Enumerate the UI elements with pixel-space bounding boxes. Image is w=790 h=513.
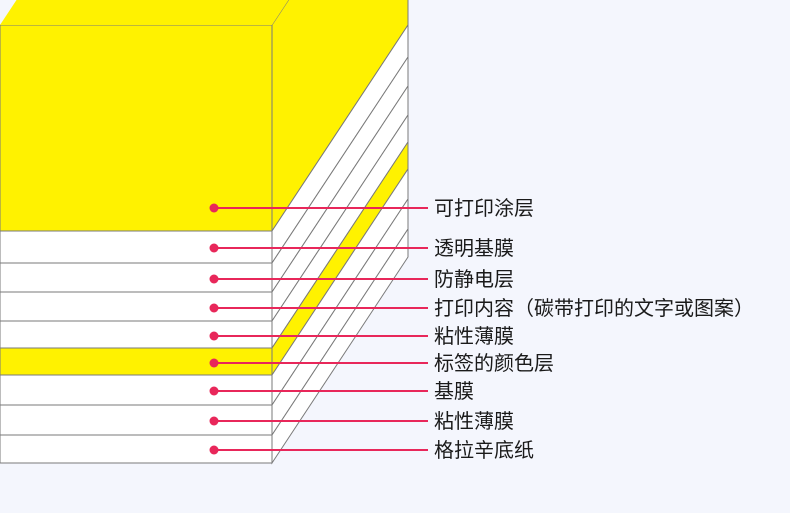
layer-1 bbox=[0, 0, 409, 233]
layer-front-face bbox=[0, 24, 273, 232]
stack-top-face bbox=[0, 0, 289, 25]
callout-8: 粘性薄膜 bbox=[209, 409, 514, 433]
callout-dot bbox=[209, 203, 219, 213]
callout-dot bbox=[209, 243, 219, 253]
callout-dot bbox=[209, 331, 219, 341]
callout-dot bbox=[209, 386, 219, 396]
layer-label: 防静电层 bbox=[434, 267, 514, 291]
callout-9: 格拉辛底纸 bbox=[209, 438, 534, 462]
layer-6 bbox=[0, 140, 409, 377]
callout-4: 打印内容（碳带打印的文字或图案） bbox=[209, 296, 754, 320]
layer-front-face bbox=[0, 320, 273, 349]
callout-7: 基膜 bbox=[209, 379, 474, 403]
layer-7 bbox=[0, 167, 409, 407]
layer-front-face bbox=[0, 347, 273, 376]
layer-front-face bbox=[0, 262, 273, 293]
layer-label: 粘性薄膜 bbox=[434, 324, 514, 348]
callout-3: 防静电层 bbox=[209, 267, 514, 291]
callout-dot bbox=[209, 445, 219, 455]
layer-front-face bbox=[0, 291, 273, 322]
callout-dot bbox=[209, 358, 219, 368]
callout-5: 粘性薄膜 bbox=[209, 324, 514, 348]
layer-label: 粘性薄膜 bbox=[434, 409, 514, 433]
layer-callouts: 可打印涂层透明基膜防静电层打印内容（碳带打印的文字或图案）粘性薄膜标签的颜色层基… bbox=[209, 196, 754, 462]
callout-dot bbox=[209, 303, 219, 313]
callout-2: 透明基膜 bbox=[209, 236, 514, 260]
callout-dot bbox=[209, 416, 219, 426]
callout-dot bbox=[209, 274, 219, 284]
layer-label: 标签的颜色层 bbox=[434, 351, 554, 375]
layer-label: 基膜 bbox=[434, 379, 474, 403]
callout-1: 可打印涂层 bbox=[209, 196, 534, 220]
callout-6: 标签的颜色层 bbox=[209, 351, 554, 375]
layer-label: 透明基膜 bbox=[434, 236, 514, 260]
layer-faces bbox=[0, 0, 409, 465]
layer-label: 格拉辛底纸 bbox=[434, 438, 534, 462]
layer-5 bbox=[0, 113, 409, 350]
layer-label: 可打印涂层 bbox=[434, 196, 534, 220]
layer-label: 打印内容（碳带打印的文字或图案） bbox=[434, 296, 754, 320]
layer-side-face bbox=[271, 227, 409, 465]
